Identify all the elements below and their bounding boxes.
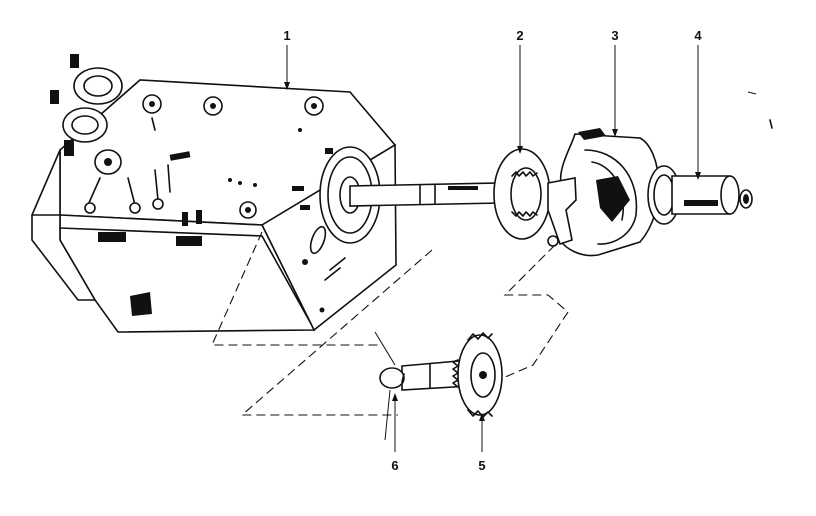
assembly-guide-lines	[211, 231, 569, 441]
timer-housing-icon	[31, 54, 397, 333]
callout-3: 3	[611, 28, 618, 43]
cam-assembly-icon	[547, 128, 660, 257]
leader-lines	[284, 45, 701, 452]
plug-icon	[379, 367, 405, 389]
spline-washer-icon	[493, 148, 551, 240]
callout-2: 2	[516, 28, 523, 43]
end-cap-icon	[739, 189, 753, 209]
callout-4: 4	[694, 28, 702, 43]
pinion-gear-icon	[401, 332, 503, 418]
callout-5: 5	[478, 458, 485, 473]
callout-6: 6	[391, 458, 398, 473]
sleeve-icon	[647, 165, 740, 225]
scan-marks	[747, 91, 773, 129]
drive-shaft-icon	[349, 182, 505, 207]
callout-1: 1	[283, 28, 290, 43]
